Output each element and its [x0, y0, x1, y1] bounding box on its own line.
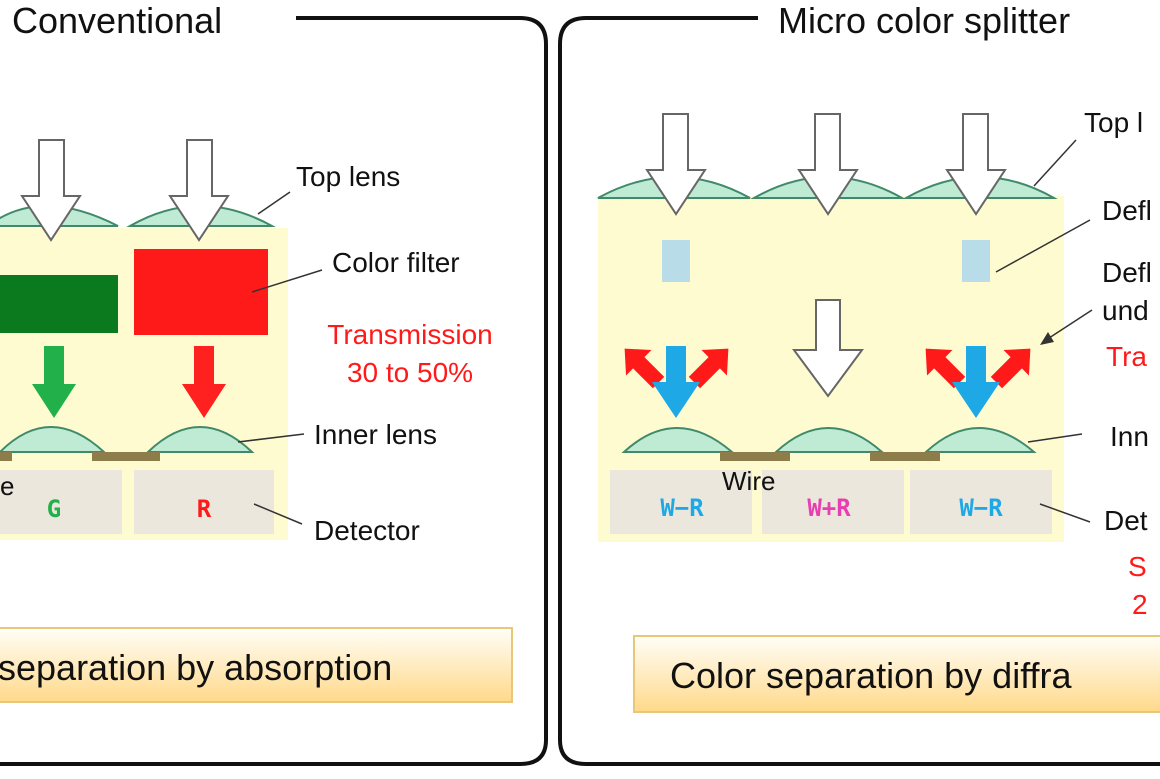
pixel-label-w-minus-r: W−R	[959, 494, 1003, 522]
undeflected-light-arrow	[792, 299, 864, 398]
blue-light-arrow	[652, 346, 700, 418]
green-light-arrow	[32, 346, 76, 418]
red-diffracted-arrow	[688, 348, 729, 389]
leader-line	[1039, 503, 1091, 523]
incident-light-arrow	[645, 113, 707, 216]
label-deflection-line-1: Defl	[1102, 257, 1152, 288]
absorption-caption-box	[0, 627, 513, 703]
red-diffracted-arrow	[624, 348, 665, 389]
conventional-title: Conventional	[12, 0, 222, 41]
splitter-panel-frame	[558, 16, 1160, 766]
leader-line	[995, 219, 1091, 273]
micro-color-splitter-panel: Micro color splitter	[558, 0, 1160, 766]
detector-cell	[610, 470, 752, 534]
leader-line	[257, 191, 291, 215]
detector-cell	[762, 470, 904, 534]
detector-cell	[910, 470, 1052, 534]
red-diffracted-arrow	[990, 348, 1031, 389]
leader-line-arrow	[1045, 309, 1093, 341]
pixel-label-r: R	[197, 495, 212, 523]
pixel-label-w-plus-r: W+R	[807, 494, 851, 522]
inner-lens	[923, 427, 1037, 453]
conventional-panel-frame	[0, 16, 548, 766]
deflector	[962, 240, 990, 282]
detector-cell	[134, 470, 274, 534]
wire-label-partial: e	[0, 471, 14, 501]
incident-light-arrow	[797, 113, 859, 216]
label-transmission-value: 30 to 50%	[347, 357, 473, 388]
diffraction-caption-box	[633, 635, 1160, 713]
inner-lens	[621, 427, 735, 453]
red-color-filter	[134, 249, 268, 335]
label-wire: Wire	[722, 466, 775, 496]
red-light-arrow	[182, 346, 226, 418]
label-detector: Det	[1104, 505, 1148, 536]
label-inner-lens: Inner lens	[314, 419, 437, 450]
label-deflector: Defl	[1102, 195, 1152, 226]
splitter-title: Micro color splitter	[778, 0, 1070, 41]
incident-light-arrow	[168, 139, 230, 242]
label-sensitivity-line-1: S	[1128, 551, 1147, 582]
label-color-filter: Color filter	[332, 247, 460, 278]
label-transmission: Tra	[1106, 341, 1147, 372]
label-top-lens: Top lens	[296, 161, 400, 192]
detector-cell	[0, 470, 122, 534]
wire	[720, 452, 790, 461]
wire	[92, 452, 160, 461]
incident-light-arrow	[20, 139, 82, 242]
leader-line	[237, 433, 305, 443]
deflector	[662, 240, 690, 282]
red-diffracted-arrow	[925, 348, 966, 389]
label-transmission: Transmission	[327, 319, 492, 350]
inner-lens-left	[0, 426, 107, 453]
inner-lens-right	[145, 426, 255, 453]
pixel-label-g: G	[47, 495, 61, 523]
conventional-panel: Conventional e G R Top lens Color fi	[0, 0, 548, 766]
pixel-label-w-minus-r: W−R	[660, 494, 704, 522]
green-color-filter	[0, 275, 118, 333]
leader-arrowhead	[1040, 332, 1054, 345]
label-sensitivity-line-2: 2	[1132, 589, 1148, 620]
leader-line	[253, 503, 303, 525]
label-deflection-line-2: und	[1102, 295, 1149, 326]
leader-line	[251, 269, 323, 293]
absorption-caption: separation by absorption	[0, 647, 392, 688]
blue-light-arrow	[952, 346, 1000, 418]
diffraction-caption: Color separation by diffra	[670, 655, 1073, 696]
label-inner-lens: Inn	[1110, 421, 1149, 452]
inner-lens	[773, 427, 885, 453]
incident-light-arrow	[945, 113, 1007, 216]
wire	[0, 452, 12, 461]
leader-line	[1033, 139, 1077, 187]
wire	[870, 452, 940, 461]
label-top-lens: Top l	[1084, 107, 1143, 138]
label-detector: Detector	[314, 515, 420, 546]
leader-line	[1027, 433, 1083, 443]
